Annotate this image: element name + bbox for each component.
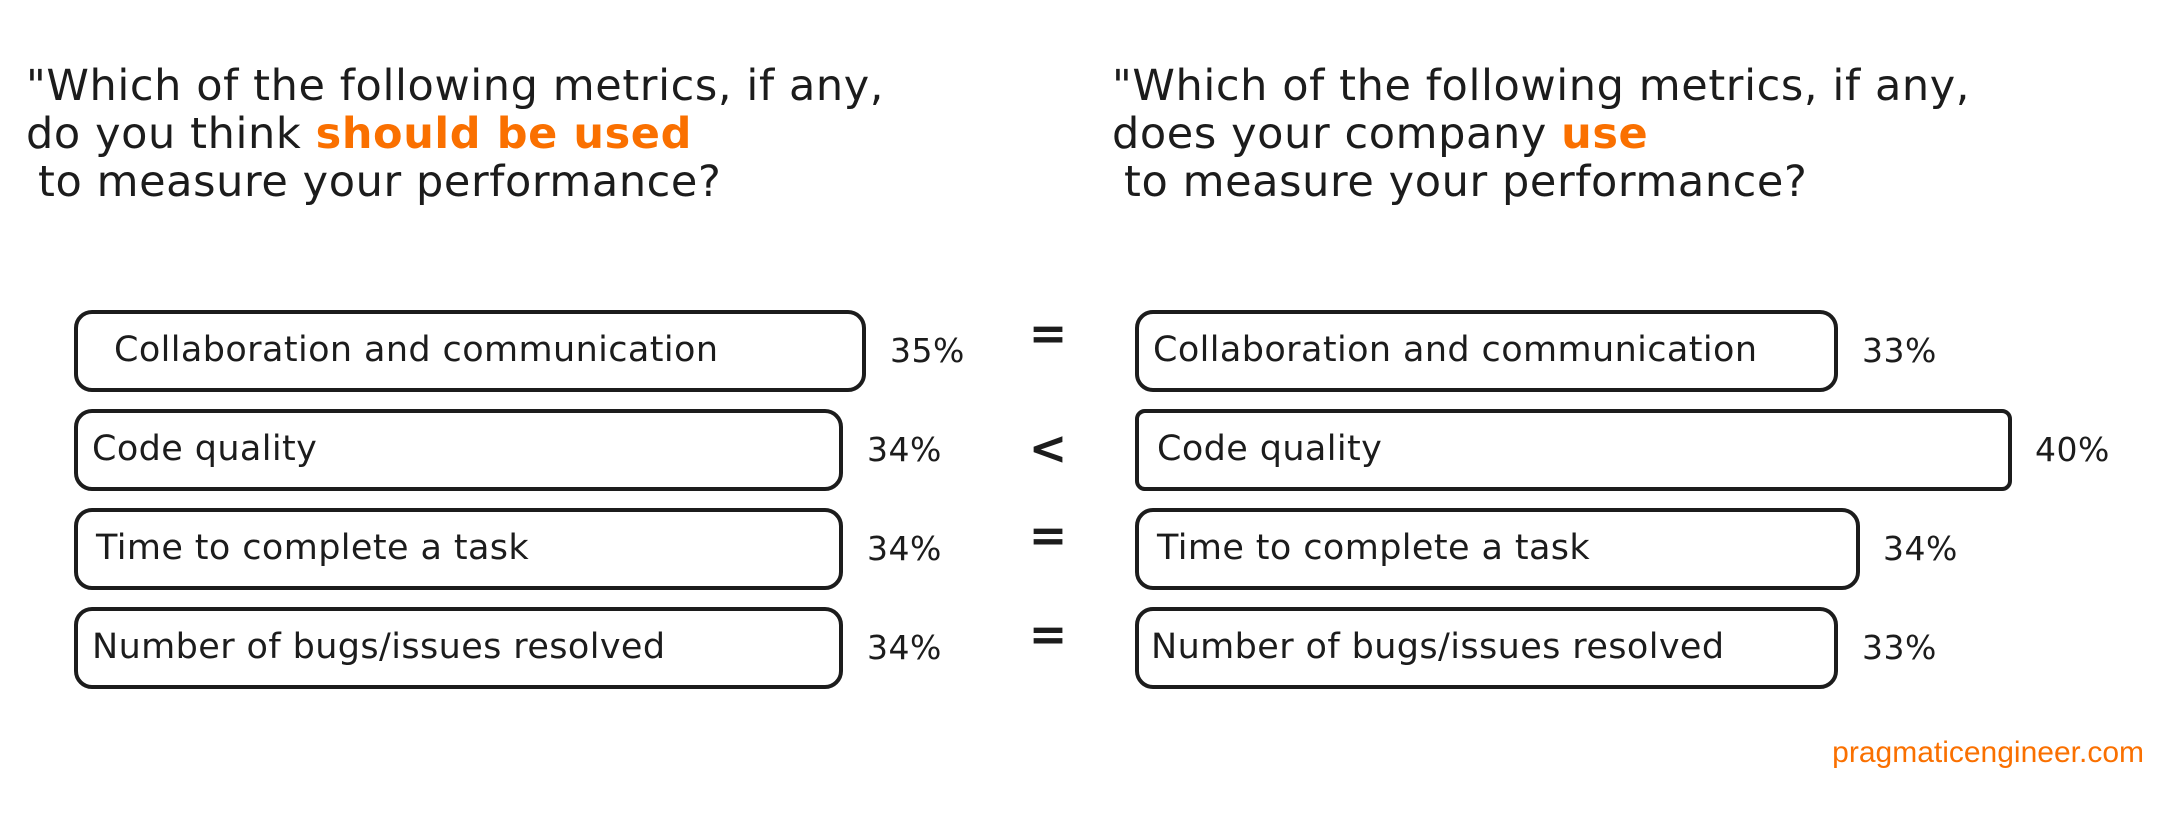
- bar-row: Code quality 40%: [1135, 409, 2145, 491]
- bar-rect: [74, 310, 866, 392]
- right-panel-heading: "Which of the following metrics, if any,…: [1112, 62, 1970, 206]
- right-bar-group: Collaboration and communication 33% Code…: [1100, 0, 2174, 818]
- comparison-operator-row-1: =: [1028, 306, 1068, 360]
- bar-label: Collaboration and communication: [1153, 329, 1758, 370]
- bar-label: Code quality: [92, 428, 318, 469]
- right-heading-line-1: "Which of the following metrics, if any,: [1112, 61, 1971, 111]
- comparison-operator-row-4: =: [1028, 607, 1068, 661]
- bar-value: 40%: [2035, 429, 2110, 469]
- bar-row: Time to complete a task 34%: [74, 508, 1034, 590]
- left-bar-group: Collaboration and communication 35% Code…: [74, 310, 1034, 689]
- bar-label: Code quality: [1157, 428, 1383, 469]
- bar-label: Time to complete a task: [96, 527, 530, 568]
- bar-rect: [74, 409, 843, 491]
- bar-rect: [1135, 310, 1838, 392]
- right-heading-accent: use: [1561, 109, 1649, 159]
- bar-row: Number of bugs/issues resolved 34%: [74, 607, 1034, 689]
- comparison-operator-row-2: <: [1028, 421, 1068, 475]
- footer-attribution: pragmaticengineer.com: [1832, 736, 2144, 769]
- bar-label: Collaboration and communication: [114, 329, 719, 370]
- bar-row: Collaboration and communication 33%: [1135, 310, 2145, 392]
- bar-rect: [1135, 409, 2012, 491]
- bar-label: Number of bugs/issues resolved: [92, 626, 666, 667]
- bar-label: Time to complete a task: [1157, 527, 1591, 568]
- bar-rect: [1135, 508, 1860, 590]
- comparison-operator-row-3: =: [1028, 508, 1068, 562]
- bar-row: Code quality 34%: [74, 409, 1034, 491]
- bar-label: Number of bugs/issues resolved: [1151, 626, 1725, 667]
- right-chart-panel: "Which of the following metrics, if any,…: [1100, 0, 2174, 818]
- bar-row: Collaboration and communication 35%: [74, 310, 1034, 392]
- left-heading-line-3: to measure your performance?: [38, 157, 722, 207]
- left-panel-heading: "Which of the following metrics, if any,…: [26, 62, 884, 206]
- bar-value: 34%: [867, 627, 942, 667]
- bar-value: 34%: [867, 528, 942, 568]
- left-heading-line-2-prefix: do you think: [26, 109, 316, 159]
- bar-rect: [1135, 607, 1838, 689]
- left-heading-line-1: "Which of the following metrics, if any,: [26, 61, 885, 111]
- right-heading-line-3: to measure your performance?: [1124, 157, 1808, 207]
- bar-value: 34%: [867, 429, 942, 469]
- left-chart-panel: "Which of the following metrics, if any,…: [26, 62, 1068, 689]
- bar-rect: [74, 508, 843, 590]
- bar-value: 34%: [1883, 528, 1958, 568]
- left-heading-line-2: do you think should be used: [26, 110, 884, 158]
- right-heading-line-2: does your company use: [1112, 110, 1970, 158]
- bar-value: 33%: [1862, 330, 1937, 370]
- bar-value: 35%: [890, 330, 965, 370]
- bar-value: 33%: [1862, 627, 1937, 667]
- left-heading-accent: should be used: [315, 109, 692, 159]
- bar-rect: [74, 607, 843, 689]
- bar-row: Number of bugs/issues resolved 33%: [1135, 607, 2145, 689]
- right-heading-line-2-prefix: does your company: [1112, 109, 1562, 159]
- bar-row: Time to complete a task 34%: [1135, 508, 2145, 590]
